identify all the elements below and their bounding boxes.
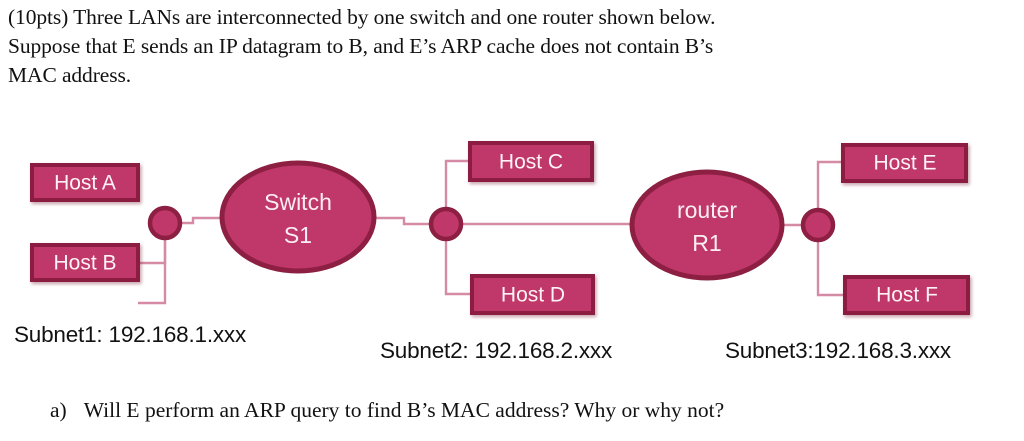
host-d-box[interactable] xyxy=(470,274,595,315)
host-b-label: Host B xyxy=(53,252,116,275)
question-a-text: Will E perform an ARP query to find B’s … xyxy=(83,398,725,422)
link-host-e-to-junction3 xyxy=(816,160,843,225)
host-f-node[interactable]: Host F xyxy=(843,275,970,315)
router-ellipse[interactable] xyxy=(629,169,785,281)
host-a-node[interactable]: Host A xyxy=(30,163,140,202)
junction-circle-subnet2[interactable] xyxy=(428,206,464,242)
router-node[interactable]: router R1 xyxy=(629,169,785,281)
host-c-label: Host C xyxy=(499,151,563,174)
host-d-node[interactable]: Host D xyxy=(470,274,595,315)
problem-line-3: MAC address. xyxy=(8,63,132,87)
host-c-node[interactable]: Host C xyxy=(468,141,594,182)
host-d-label: Host D xyxy=(501,284,565,307)
host-a-label: Host A xyxy=(54,172,116,195)
link-host-f-to-junction3 xyxy=(816,225,845,297)
link-switch-to-junction2 xyxy=(366,216,432,226)
host-e-box[interactable] xyxy=(841,143,968,183)
junction-circle-subnet3[interactable] xyxy=(800,207,836,243)
host-f-box[interactable] xyxy=(843,275,970,315)
host-e-label: Host E xyxy=(873,152,936,175)
router-label-line1: router xyxy=(677,197,737,223)
link-host-c-to-junction2 xyxy=(444,159,470,224)
problem-line-1: (10pts) Three LANs are interconnected by… xyxy=(8,5,716,29)
host-e-node[interactable]: Host E xyxy=(841,143,968,183)
network-topology-diagram: Switch S1 router R1 Host A Host B Host C xyxy=(0,120,1024,330)
question-a: a) Will E perform an ARP query to find B… xyxy=(50,396,1010,424)
question-a-marker: a) xyxy=(50,398,67,422)
problem-line-2: Suppose that E sends an IP datagram to B… xyxy=(8,34,714,58)
host-f-label: Host F xyxy=(876,284,938,307)
subnet2-caption: Subnet2: 192.168.2.xxx xyxy=(380,338,613,363)
link-host-d-to-junction2 xyxy=(444,224,472,296)
switch-ellipse[interactable] xyxy=(219,160,377,274)
host-b-node[interactable]: Host B xyxy=(30,243,140,282)
host-b-box[interactable] xyxy=(30,243,140,282)
link-junction1-to-switch xyxy=(180,216,230,225)
router-label-line2: R1 xyxy=(692,230,721,256)
host-c-box[interactable] xyxy=(468,141,594,182)
subnet3-caption: Subnet3:192.168.3.xxx xyxy=(725,338,951,363)
problem-statement: (10pts) Three LANs are interconnected by… xyxy=(8,3,1008,90)
switch-label-line2: S1 xyxy=(284,222,312,248)
subnet1-caption: Subnet1: 192.168.1.xxx xyxy=(14,322,247,347)
switch-label-line1: Switch xyxy=(264,189,332,215)
host-a-box[interactable] xyxy=(30,163,140,202)
junction-circle-subnet1[interactable] xyxy=(147,205,183,241)
switch-node[interactable]: Switch S1 xyxy=(219,160,377,274)
